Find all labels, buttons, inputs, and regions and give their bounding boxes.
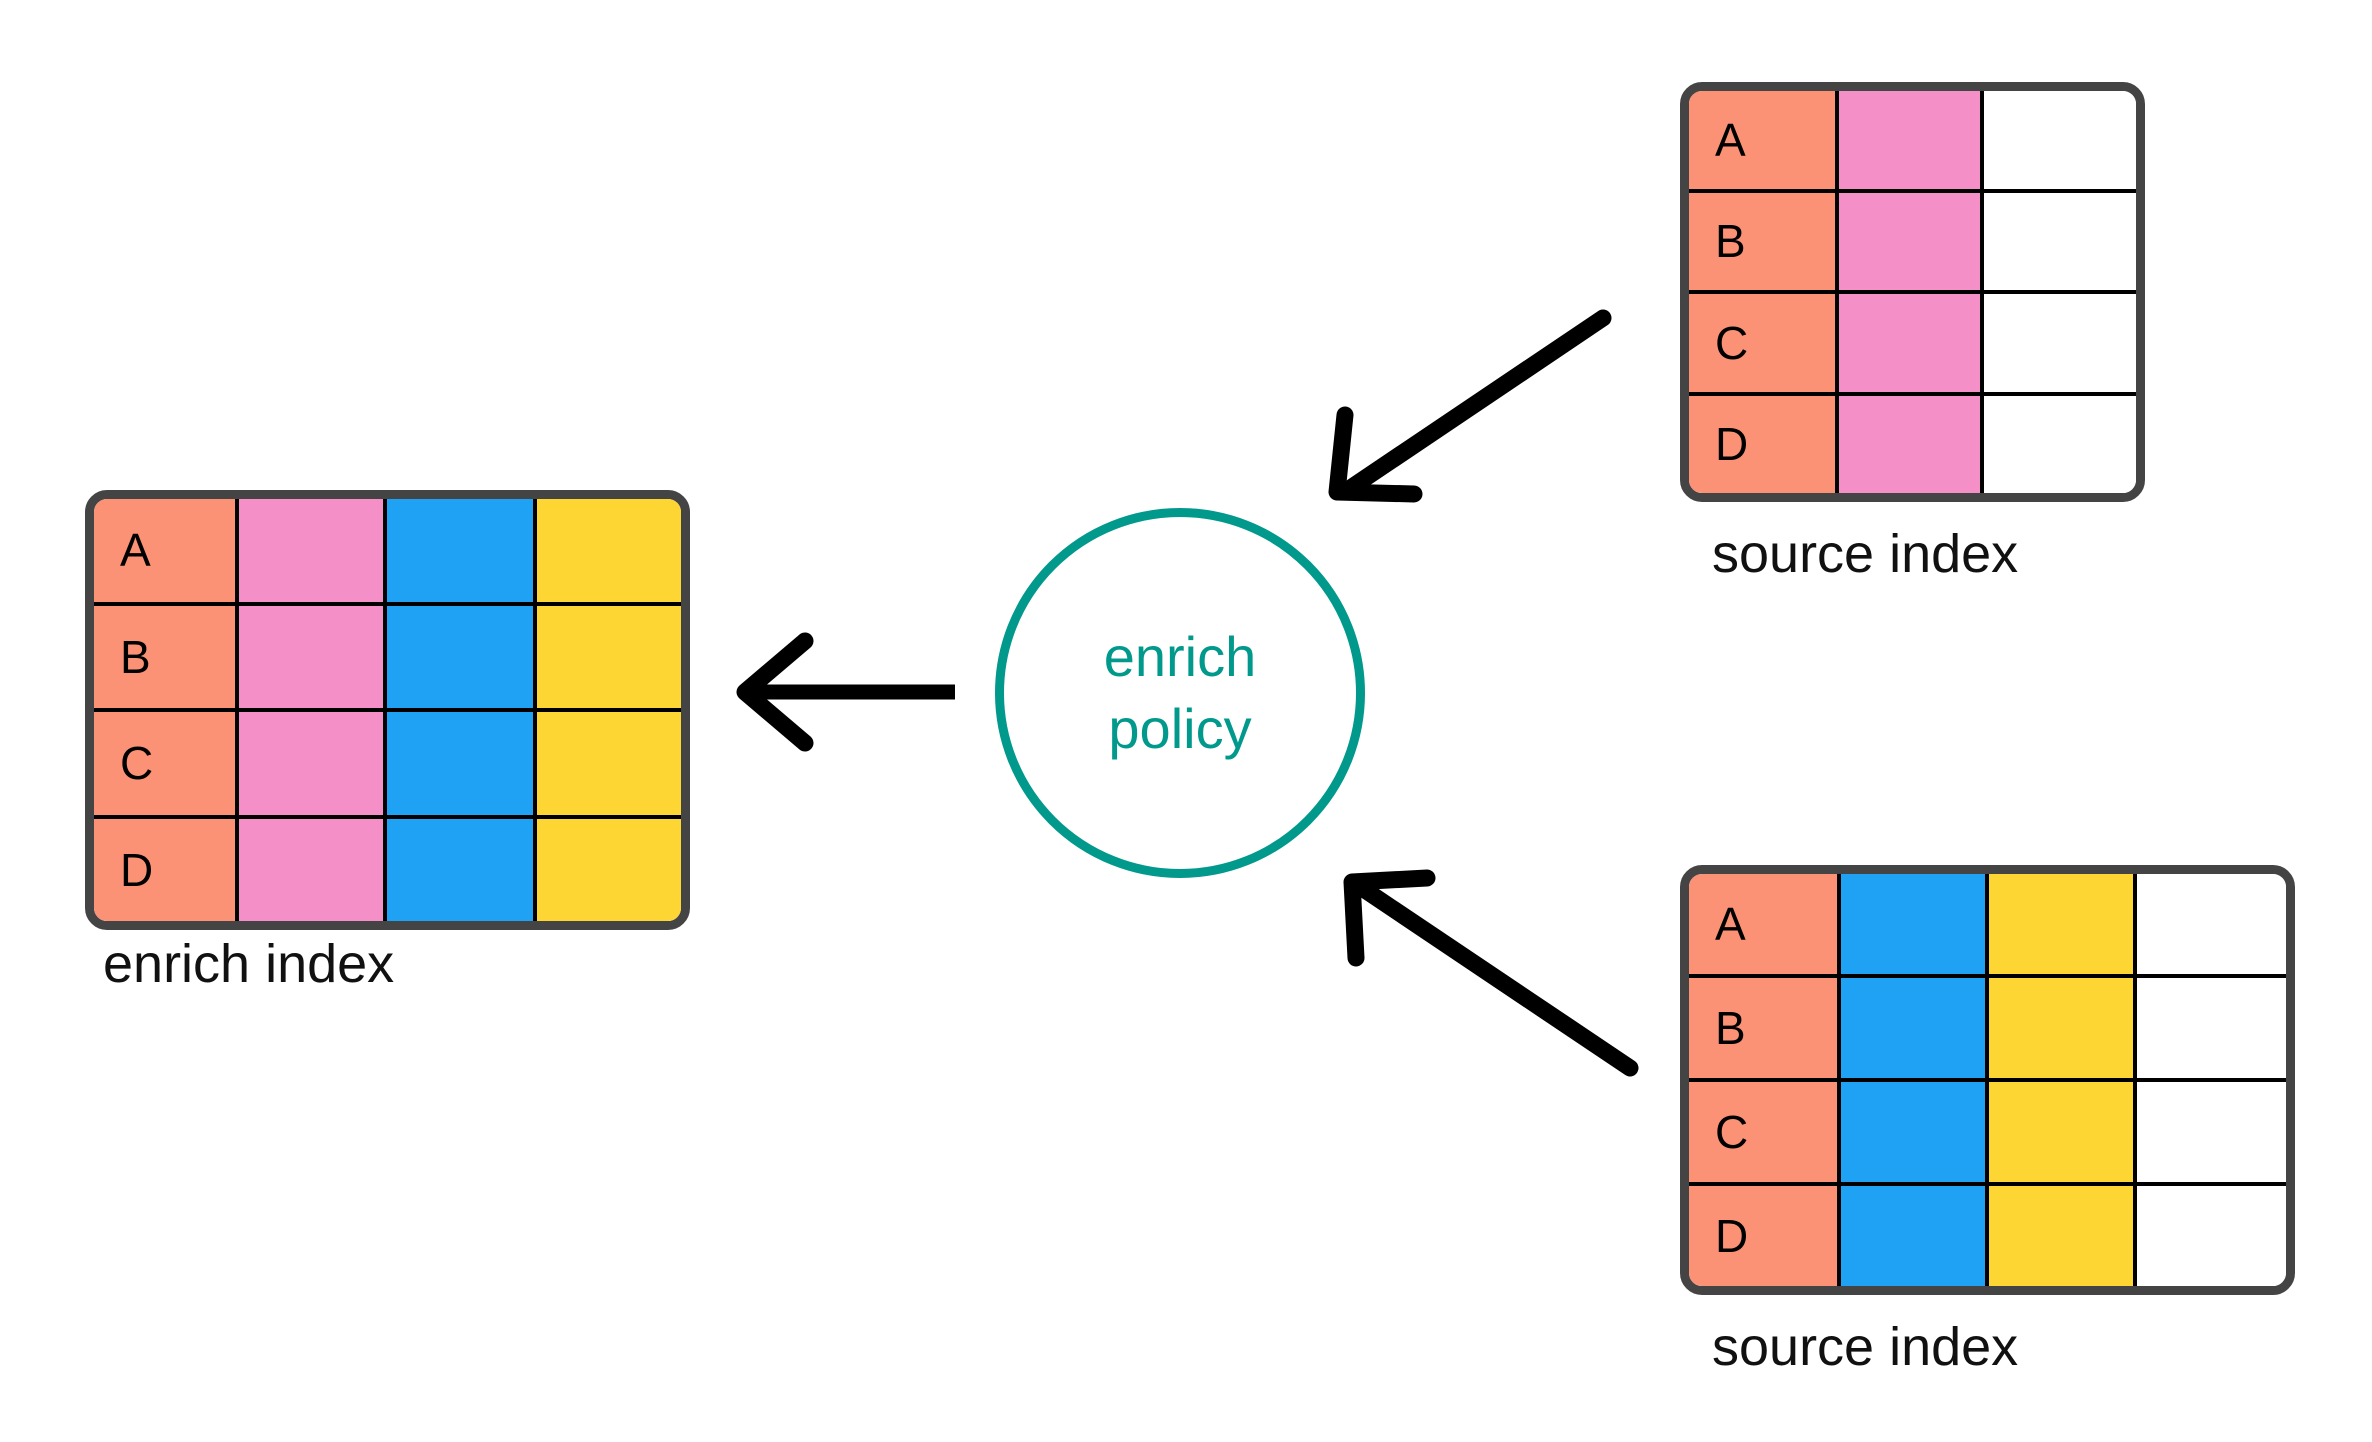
- src-top-empty-cell-d: [1984, 395, 2136, 493]
- src-bot-yellow-cell-a: [1989, 874, 2137, 974]
- src-top-pink-cell-d: [1839, 395, 1984, 493]
- table-row: A: [1689, 874, 2286, 978]
- enrich-index-caption: enrich index: [103, 934, 395, 994]
- src-bot-empty-cell-b: [2137, 978, 2286, 1078]
- enrich-blue-cell-b: [387, 605, 537, 708]
- enrich-blue-cell-a: [387, 499, 537, 602]
- enrich-blue-cell-d: [387, 818, 537, 921]
- arrow-policy-to-enrich-index-icon: [736, 632, 955, 752]
- src-top-key-cell-b: B: [1689, 192, 1839, 290]
- src-bot-empty-cell-d: [2137, 1186, 2286, 1286]
- src-top-empty-cell-a: [1984, 91, 2136, 189]
- src-bot-blue-cell-a: [1841, 874, 1989, 974]
- src-bot-empty-cell-c: [2137, 1082, 2286, 1182]
- table-row: B: [94, 605, 681, 712]
- src-bot-key-cell-d: D: [1689, 1186, 1841, 1286]
- src-top-key-cell-c: C: [1689, 294, 1839, 392]
- enrich-yellow-cell-d: [537, 818, 681, 921]
- src-bot-yellow-cell-d: [1989, 1186, 2137, 1286]
- enrich-key-cell-d: D: [94, 818, 239, 921]
- enrich-blue-cell-c: [387, 712, 537, 815]
- src-top-pink-cell-b: [1839, 192, 1984, 290]
- src-bot-key-cell-c: C: [1689, 1082, 1841, 1182]
- enrich-index-table: A B C D: [85, 490, 690, 930]
- src-top-key-cell-a: A: [1689, 91, 1839, 189]
- enrich-policy-label-line2: policy: [1108, 697, 1252, 760]
- src-bot-key-cell-a: A: [1689, 874, 1841, 974]
- enrich-key-cell-a: A: [94, 499, 239, 602]
- table-row: B: [1689, 978, 2286, 1082]
- enrich-policy-circle[interactable]: enrich policy: [995, 508, 1365, 878]
- table-row: D: [1689, 395, 2136, 493]
- source-index-top-table: A B C D: [1680, 82, 2145, 502]
- src-bot-yellow-cell-c: [1989, 1082, 2137, 1182]
- enrich-yellow-cell-c: [537, 712, 681, 815]
- table-row: D: [1689, 1186, 2286, 1286]
- src-top-pink-cell-c: [1839, 294, 1984, 392]
- src-top-key-cell-d: D: [1689, 395, 1839, 493]
- src-top-pink-cell-a: [1839, 91, 1984, 189]
- src-bot-empty-cell-a: [2137, 874, 2286, 974]
- src-bot-blue-cell-c: [1841, 1082, 1989, 1182]
- enrich-key-cell-b: B: [94, 605, 239, 708]
- src-bot-blue-cell-d: [1841, 1186, 1989, 1286]
- source-index-bottom-table: A B C D: [1680, 865, 2295, 1295]
- arrow-top-source-to-policy-icon: [1328, 309, 1612, 503]
- src-top-empty-cell-b: [1984, 192, 2136, 290]
- table-row: D: [94, 818, 681, 921]
- table-row: C: [1689, 1082, 2286, 1186]
- enrich-yellow-cell-b: [537, 605, 681, 708]
- src-top-empty-cell-c: [1984, 294, 2136, 392]
- src-bot-yellow-cell-b: [1989, 978, 2137, 1078]
- enrich-pink-cell-a: [239, 499, 387, 602]
- enrich-yellow-cell-a: [537, 499, 681, 602]
- enrich-pink-cell-b: [239, 605, 387, 708]
- enrich-pink-cell-c: [239, 712, 387, 815]
- table-row: A: [94, 499, 681, 606]
- source-index-bottom-caption: source index: [1712, 1317, 2019, 1377]
- src-bot-key-cell-b: B: [1689, 978, 1841, 1078]
- table-row: B: [1689, 192, 2136, 294]
- table-row: C: [1689, 294, 2136, 396]
- table-row: A: [1689, 91, 2136, 193]
- source-index-top-caption: source index: [1712, 524, 2019, 584]
- enrich-key-cell-c: C: [94, 712, 239, 815]
- enrich-pink-cell-d: [239, 818, 387, 921]
- src-bot-blue-cell-b: [1841, 978, 1989, 1078]
- enrich-policy-label-line1: enrich: [1103, 625, 1257, 689]
- arrow-bottom-source-to-policy-icon: [1343, 869, 1639, 1077]
- table-row: C: [94, 712, 681, 819]
